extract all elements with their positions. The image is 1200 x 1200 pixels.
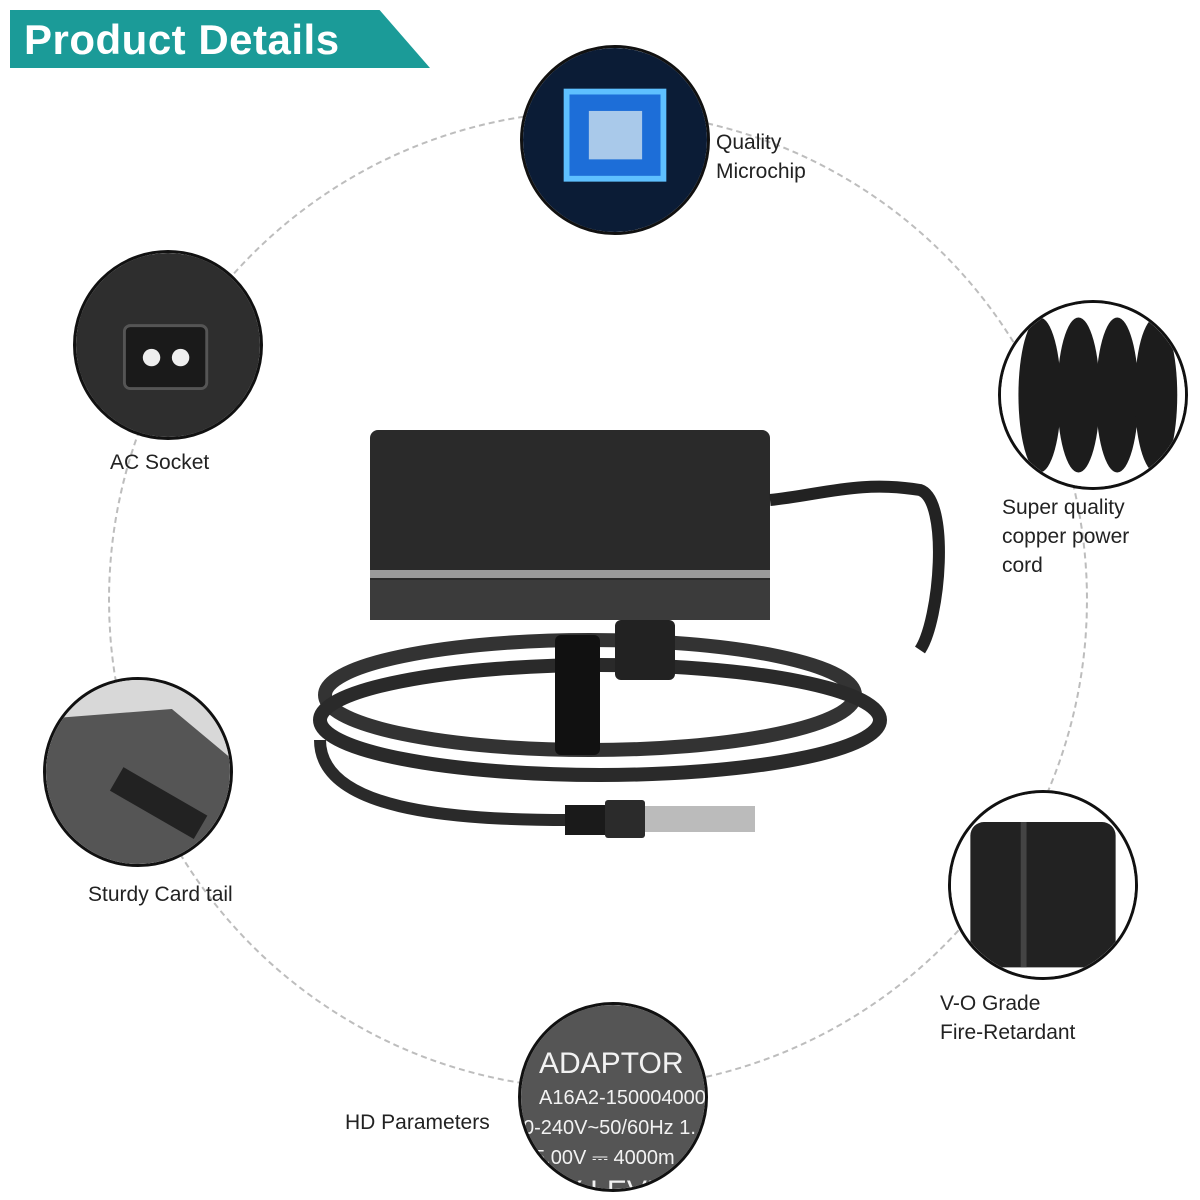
product-details-banner: Product Details — [10, 10, 430, 68]
ac-socket-circle — [73, 250, 263, 440]
cord-tail-label: Sturdy Card tail — [88, 883, 233, 906]
microchip-circle — [520, 45, 710, 235]
rating-plate: ADAPTOR A16A2-150004000 0-240V~50/60Hz 1… — [521, 1005, 705, 1189]
power-adapter-image — [313, 430, 945, 838]
fire-retardant-label: V-O Grade Fire-Retardant — [940, 992, 1076, 1044]
hd-parameters-label: HD Parameters — [345, 1111, 490, 1134]
plate-line: ADAPTOR — [539, 1047, 684, 1080]
plate-line: A16A2-150004000 — [539, 1087, 706, 1109]
cord-label: Super quality copper power cord — [1002, 496, 1130, 577]
hd-parameters-circle: ADAPTOR A16A2-150004000 0-240V~50/60Hz 1… — [518, 1002, 708, 1192]
plate-line: 15.00V ⎓ 4000m — [523, 1147, 675, 1169]
banner-title: Product Details — [24, 16, 340, 63]
cord-tail-circle — [43, 677, 233, 867]
microchip-label: Quality Microchip — [716, 131, 806, 183]
cord-circle — [998, 300, 1188, 490]
ac-socket-label: AC Socket — [110, 451, 210, 474]
plate-line: 0-240V~50/60Hz 1. — [523, 1117, 696, 1139]
plate-line: GY LEVE — [539, 1175, 667, 1192]
fire-retardant-circle — [948, 790, 1138, 980]
